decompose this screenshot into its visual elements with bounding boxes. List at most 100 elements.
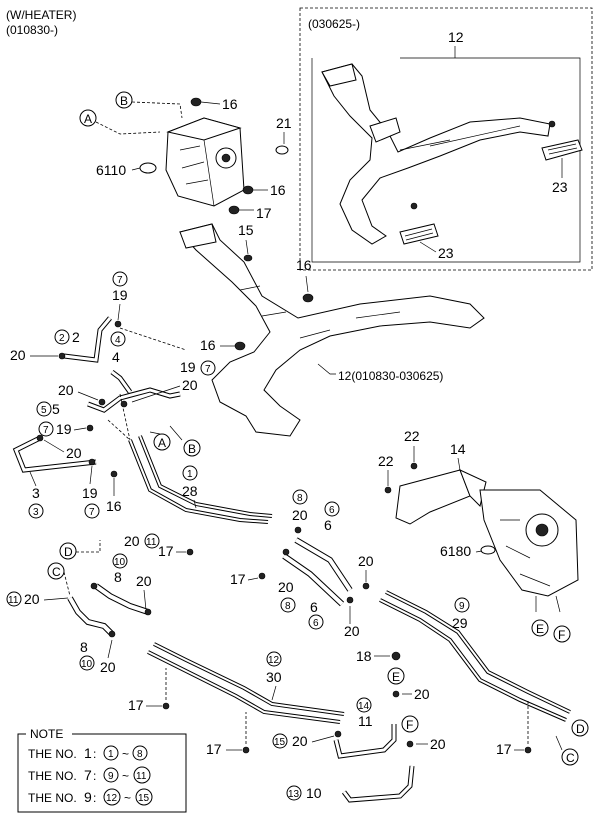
label-6-b: 6: [310, 599, 318, 615]
duct-inlet: [179, 223, 217, 249]
leader-28: [193, 499, 197, 509]
circ-6-b-ring: [308, 614, 324, 630]
circ-11-a-ring: [144, 533, 160, 549]
letter-f-right-circle: [553, 625, 571, 643]
leader-b-top: [131, 101, 183, 119]
circ-2-ring: [54, 329, 70, 345]
rear-heater-body: [479, 489, 579, 597]
letter-c-right: C: [566, 751, 575, 765]
circ-10-a: 10: [114, 557, 126, 568]
label-20-c: 20: [58, 382, 74, 398]
label-20-h: 20: [358, 553, 374, 569]
letter-a-mid-circle: [153, 433, 171, 451]
circ-6-a-ring: [324, 501, 340, 517]
hose-3-inner: [14, 436, 97, 472]
label-16-c: 16: [296, 257, 312, 273]
letter-b-mid: B: [188, 442, 196, 456]
label-5: 5: [52, 401, 60, 417]
heater-top: [166, 117, 242, 141]
hose-10-inner: [68, 597, 114, 636]
inset-duct: [321, 63, 583, 245]
pipes-28-6: [128, 435, 353, 607]
label-20-e: 20: [292, 507, 308, 523]
circ-7-a-ring: [112, 271, 128, 287]
screw-21: [275, 145, 289, 155]
note-row-2-from: 9: [108, 771, 114, 782]
letter-e-right-circle: [531, 619, 549, 637]
note-row-1-from: 1: [108, 749, 114, 760]
letter-d-right: D: [576, 722, 585, 736]
label-17-d: 17: [128, 697, 144, 713]
circ-12: 12: [268, 655, 280, 666]
circ-2: 2: [59, 333, 65, 344]
letter-b-top: B: [120, 94, 128, 108]
leader-14: [457, 457, 461, 471]
inset-frame: [311, 57, 581, 263]
note-row-2-no: 7: [84, 767, 92, 783]
letter-e-mid: E: [392, 670, 400, 684]
label-2: 2: [72, 329, 80, 345]
pipe-29a-inner: [379, 599, 567, 721]
note-row-1-tilde: ~: [122, 747, 129, 761]
label-20-k: 20: [24, 591, 40, 607]
label-8-b: 8: [80, 639, 88, 655]
circ-8-a-ring: [292, 489, 308, 505]
leader-20-o: [311, 735, 335, 743]
circ-14-ring: [356, 697, 372, 713]
circ-7-b: 7: [205, 364, 211, 375]
leader-15: [245, 239, 249, 255]
clip-18: [391, 651, 401, 661]
clamp-20-l: [108, 630, 116, 638]
label-15: 15: [238, 222, 254, 238]
label-19-a: 19: [112, 287, 128, 303]
duct-ribs: [239, 285, 401, 339]
circ-6-b: 6: [313, 618, 319, 629]
circ-10-b: 10: [81, 659, 93, 670]
leader-20-d: [43, 439, 65, 453]
label-20-a: 20: [10, 347, 26, 363]
note-row-3-sep: :: [93, 791, 96, 805]
circ-7-d-ring: [84, 503, 100, 519]
leader-c-right: [555, 735, 563, 751]
heater-details: [179, 139, 215, 207]
leader-20-l: [107, 639, 113, 659]
clamp-19-c: [88, 458, 96, 466]
label-19-c: 19: [56, 421, 72, 437]
circ-7-d: 7: [89, 507, 95, 518]
note-row-1-to-ring: [132, 745, 148, 761]
pipe-29b-inner: [385, 591, 571, 713]
label-20-b: 20: [182, 377, 198, 393]
circ-4: 4: [115, 335, 121, 346]
note-row-2-from-ring: [103, 767, 119, 783]
circ-15: 15: [274, 737, 286, 748]
circ-7-b-ring: [200, 360, 216, 376]
note-row-1-sep: :: [93, 747, 96, 761]
label-10: 10: [306, 785, 322, 801]
note-box: NOTE THE NO. 1 : 1 ~ 8 THE NO. 7 : 9 ~ 1…: [17, 726, 187, 813]
circ-3: 3: [33, 507, 39, 518]
circ-13-ring: [286, 785, 302, 801]
leader-23-left: [419, 241, 437, 253]
circ-11-b: 11: [8, 595, 19, 606]
hose-6a-inner: [294, 538, 352, 592]
label-8: 8: [114, 569, 122, 585]
header-line2: (010830-): [6, 23, 58, 37]
circ-13: 13: [288, 789, 300, 800]
label-22-a: 22: [404, 428, 420, 444]
clamp-20-j: [144, 608, 152, 616]
clip-16-c: [302, 293, 314, 303]
letter-b-mid-circle: [183, 439, 201, 457]
circ-8-b: 8: [285, 601, 291, 612]
label-6180: 6180: [440, 543, 471, 559]
leader-6110: [131, 167, 141, 171]
letter-e-mid-circle: [387, 667, 405, 685]
label-17-c: 17: [230, 571, 246, 587]
header-line1: (W/HEATER): [6, 8, 76, 22]
inset-vent-23-left: 23: [438, 245, 454, 261]
note-title-bg: [26, 726, 72, 740]
bolt-17-f: [524, 746, 532, 754]
circ-6-a: 6: [329, 505, 335, 516]
circ-11-a: 11: [146, 537, 157, 548]
circ-14: 14: [358, 701, 370, 712]
